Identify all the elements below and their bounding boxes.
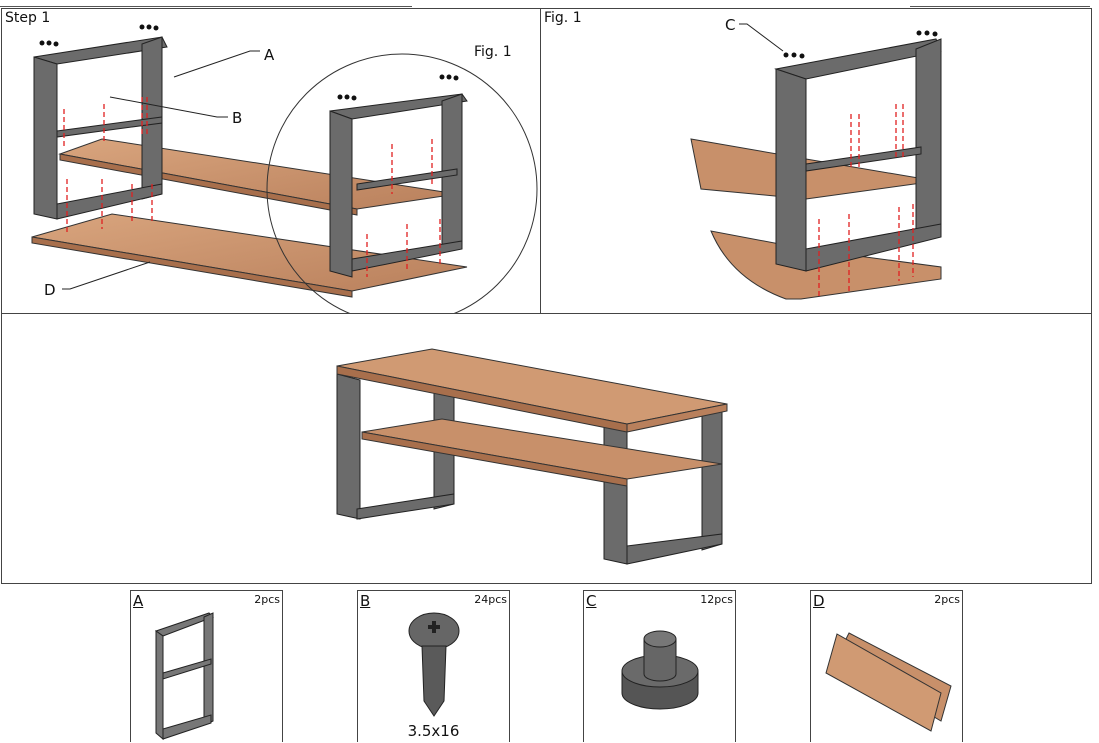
assembled-tv-stand	[336, 348, 728, 565]
board-icon	[825, 632, 952, 732]
screw-icon	[408, 612, 460, 717]
screw-guides	[63, 97, 441, 277]
part-qty: 2pcs	[934, 593, 960, 606]
callout-b: B	[232, 109, 243, 127]
part-a-box: A 2pcs	[130, 590, 283, 742]
callout-d: D	[44, 281, 56, 299]
part-d-box: D 2pcs	[810, 590, 963, 742]
part-qty: 2pcs	[254, 593, 280, 606]
step-1-panel: Step 1 Fig. 1 A B D	[1, 8, 541, 315]
foot-pad-icon	[621, 630, 699, 710]
header-rule-left	[0, 0, 412, 7]
part-qty: 12pcs	[700, 593, 733, 606]
screws	[39, 24, 459, 101]
callout-a: A	[264, 46, 275, 64]
fig-1-illustration	[690, 23, 942, 300]
frame-detail	[774, 38, 942, 272]
step-title: Step 1	[5, 10, 51, 26]
part-b-box: B 24pcs 3.5x16	[357, 590, 510, 742]
part-letter: B	[360, 592, 371, 610]
screw-size: 3.5x16	[407, 722, 460, 740]
frame-icon	[154, 612, 214, 741]
part-c-box: C 12pcs	[583, 590, 736, 742]
part-letter: A	[133, 592, 144, 610]
frame-a-left	[33, 36, 168, 220]
part-qty: 24pcs	[474, 593, 507, 606]
assembled-view-panel	[1, 313, 1092, 584]
step-1-illustration	[31, 24, 538, 315]
fig-1-panel: Fig. 1 C	[540, 8, 1092, 314]
header-rule-right	[910, 0, 1090, 7]
fig-1-label: Fig. 1	[474, 44, 512, 60]
callout-c: C	[725, 16, 736, 34]
detail-circle	[266, 53, 538, 315]
part-letter: D	[813, 592, 825, 610]
part-letter: C	[586, 592, 597, 610]
fig-title: Fig. 1	[544, 10, 582, 26]
